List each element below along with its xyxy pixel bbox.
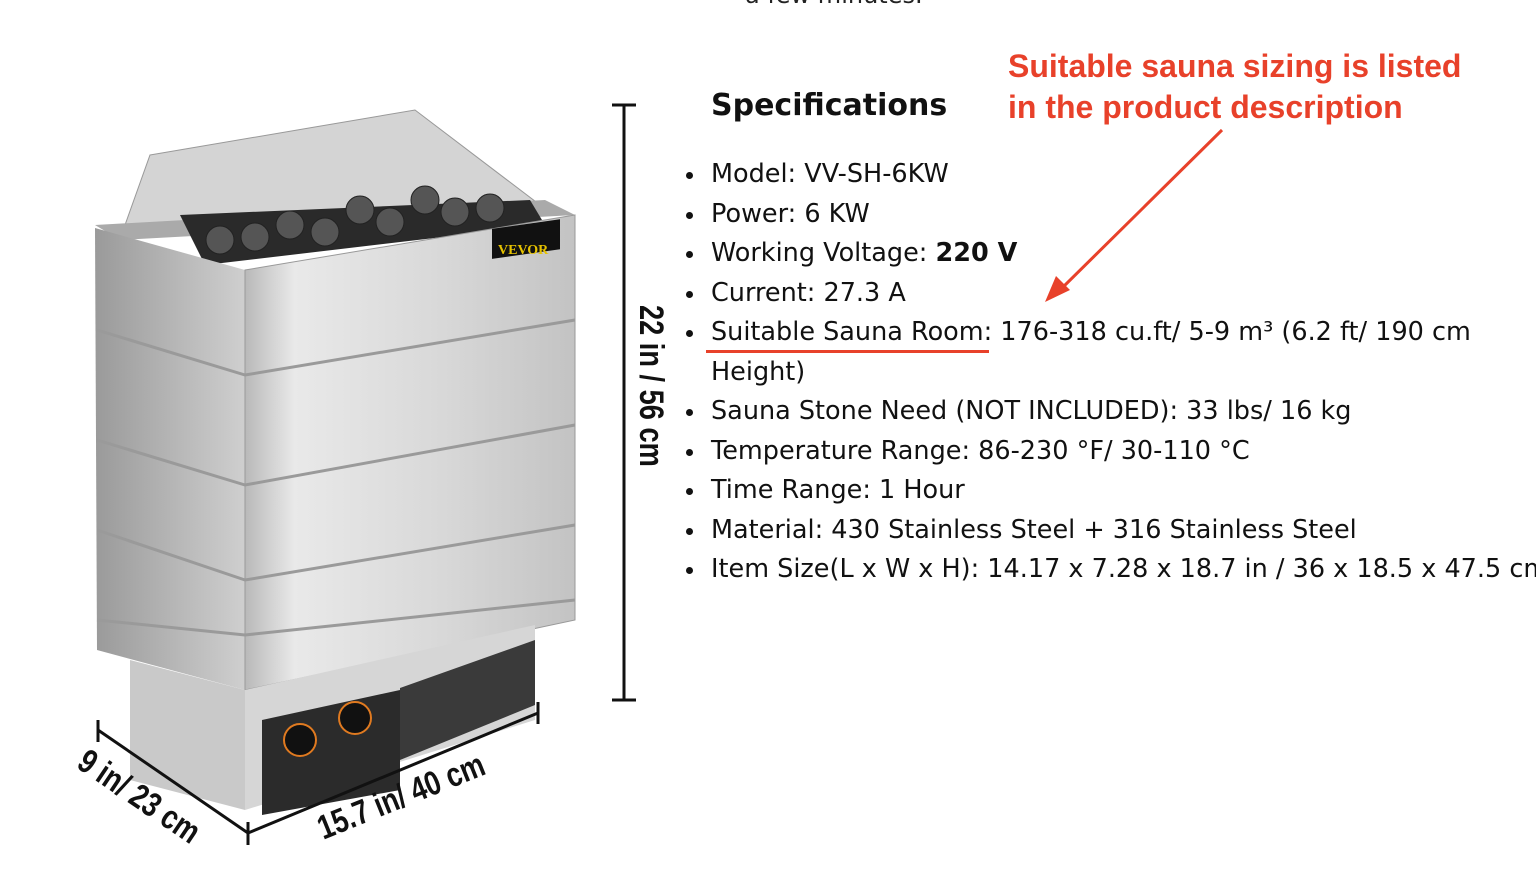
spec-item: Time Range: 1 Hour xyxy=(686,471,1526,511)
specifications-title: Specifications xyxy=(711,88,948,123)
annotation-underline xyxy=(706,350,989,353)
vevor-logo: VEVOR xyxy=(498,243,549,258)
specifications-list: Model: VV-SH-6KW Power: 6 KW Working Vol… xyxy=(686,155,1536,590)
sauna-heater-image: VEVOR xyxy=(95,103,636,845)
spec-item: Current: 27.3 A xyxy=(686,274,1526,314)
height-dimension-label: 22 in / 56 cm xyxy=(632,305,670,467)
spec-item: Material: 430 Stainless Steel + 316 Stai… xyxy=(686,511,1526,551)
spec-item: Temperature Range: 86-230 °F/ 30-110 °C xyxy=(686,432,1526,472)
spec-item: Power: 6 KW xyxy=(686,195,1526,235)
spec-item: Sauna Stone Need (NOT INCLUDED): 33 lbs/… xyxy=(686,392,1526,432)
spec-item: Item Size(L x W x H): 14.17 x 7.28 x 18.… xyxy=(686,550,1536,590)
annotation-note: Suitable sauna sizing is listed in the p… xyxy=(1008,48,1462,125)
cut-off-text: a few minutes. xyxy=(745,0,923,9)
spec-item: Model: VV-SH-6KW xyxy=(686,155,1526,195)
spec-item-sauna-room: Suitable Sauna Room: 176-318 cu.ft/ 5-9 … xyxy=(686,313,1526,392)
spec-item: Working Voltage: 220 V xyxy=(686,234,1526,274)
